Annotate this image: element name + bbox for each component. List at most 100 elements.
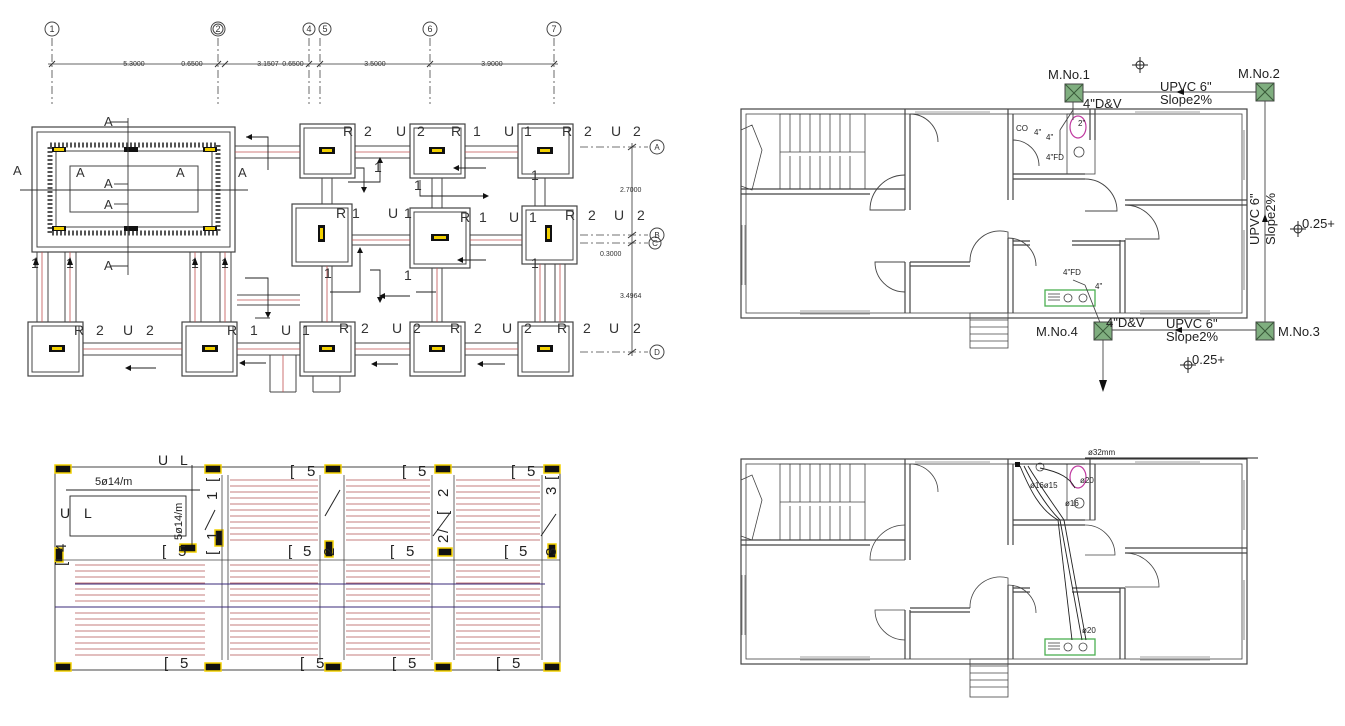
slope-label-right: Slope2% — [1263, 193, 1278, 245]
svg-text:R: R — [336, 205, 346, 221]
pad-footing — [521, 205, 578, 265]
pad-footing — [299, 321, 356, 377]
section-marks: A A A A A A A A — [13, 114, 247, 273]
slab-plan: 5ø14/m 5ø14/m U L U L [5 [5 [5 [5 [5 [5 … — [53, 452, 561, 672]
svg-text:U: U — [609, 320, 619, 336]
svg-text:[: [ — [511, 463, 516, 480]
pipe-label-bottom: UPVC 6" — [1166, 316, 1218, 331]
sewer-pipes — [1059, 91, 1266, 382]
pipe-size-4in: 4" — [1095, 282, 1102, 291]
svg-text:[: [ — [392, 655, 397, 672]
svg-text:2: 2 — [413, 320, 421, 336]
svg-text:[: [ — [53, 561, 70, 566]
section-mark-a-4: A — [238, 165, 247, 180]
svg-text:7: 7 — [551, 24, 556, 34]
pad-footing — [517, 123, 574, 179]
dim-right-2: 0.3000 — [600, 251, 622, 258]
water-supply-floor-plan: ø32mm ø20 ø16 ø16ø15 ø20 — [740, 448, 1258, 698]
section-mark-a-8: A — [104, 258, 113, 273]
drainage-floor-plan: M.No.1 M.No.2 M.No.3 M.No.4 UPVC 6" Slop… — [740, 57, 1335, 392]
svg-text:[: [ — [288, 543, 293, 560]
svg-text:4: 4 — [306, 24, 311, 34]
svg-text:1: 1 — [404, 267, 412, 283]
svg-text:[: [ — [300, 655, 305, 672]
row-bubble-d: D — [649, 344, 665, 360]
svg-text:[: [ — [504, 543, 509, 560]
manhole-4-label: M.No.4 — [1036, 324, 1078, 339]
pad-footing — [299, 123, 356, 179]
svg-text:[: [ — [290, 463, 295, 480]
pad-footing — [517, 321, 574, 377]
manholes — [1064, 82, 1275, 341]
svg-text:5: 5 — [408, 655, 416, 672]
svg-text:5: 5 — [519, 543, 527, 560]
svg-text:R: R — [557, 320, 567, 336]
dim-5: 3.5000 — [364, 61, 386, 68]
svg-text:B: B — [654, 231, 659, 240]
manhole-2 — [1255, 82, 1275, 102]
door-swings — [869, 113, 1160, 293]
pipe-size-4in-c: 4" — [1046, 133, 1053, 142]
tank-footing — [31, 126, 236, 253]
dim-2: 0.6500 — [181, 61, 203, 68]
svg-text:[: [ — [543, 475, 560, 480]
svg-text:C: C — [652, 239, 658, 248]
manhole-1-label: M.No.1 — [1048, 67, 1090, 82]
svg-text:4: 4 — [53, 544, 70, 552]
svg-text:R: R — [74, 322, 84, 338]
section-mark-a-2: A — [76, 165, 85, 180]
dim-4: 0.6500 — [282, 61, 304, 68]
svg-text:1: 1 — [479, 209, 487, 225]
svg-text:5: 5 — [322, 24, 327, 34]
svg-text:[: [ — [204, 477, 221, 482]
svg-text:2: 2 — [361, 320, 369, 336]
grid-bubble-1: 1 — [44, 21, 60, 37]
svg-text:1: 1 — [204, 532, 221, 540]
pad-footing — [181, 321, 238, 377]
svg-text:2: 2 — [96, 322, 104, 338]
svg-text:U: U — [509, 209, 519, 225]
manhole-3-label: M.No.3 — [1278, 324, 1320, 339]
svg-text:5: 5 — [303, 543, 311, 560]
svg-text:R: R — [343, 123, 353, 139]
slope-label-top: Slope2% — [1160, 92, 1212, 107]
svg-text:[: [ — [390, 543, 395, 560]
pipe-label-right: UPVC 6" — [1247, 193, 1262, 245]
row-bubbles: A B C D — [648, 139, 665, 360]
svg-text:U: U — [614, 207, 624, 223]
stairs — [740, 113, 1009, 349]
pipe-label-top: UPVC 6" — [1160, 79, 1212, 94]
section-mark-a-1: A — [13, 163, 22, 178]
fd-label-1: 4"FD — [1046, 153, 1064, 162]
svg-text:1: 1 — [531, 255, 539, 271]
svg-text:2: 2 — [417, 123, 425, 139]
svg-text:1: 1 — [352, 205, 360, 221]
svg-text:1: 1 — [404, 205, 412, 221]
svg-text:5: 5 — [316, 655, 324, 672]
grid-bubble-4: 4 — [302, 22, 316, 36]
water-branch-16-label: ø16 — [1065, 499, 1079, 508]
svg-text:U: U — [611, 123, 621, 139]
ul-label-u-2: U — [60, 505, 70, 521]
svg-text:2: 2 — [435, 535, 452, 543]
dim-right-1: 2.7000 — [620, 187, 642, 194]
svg-text:1: 1 — [531, 167, 539, 183]
svg-text:R: R — [339, 320, 349, 336]
svg-text:R: R — [562, 123, 572, 139]
ul-label-l-2: L — [84, 505, 92, 521]
slope-label-bottom: Slope2% — [1166, 329, 1218, 344]
section-mark-a-3: A — [176, 165, 185, 180]
svg-text:R: R — [450, 320, 460, 336]
pad-footing — [27, 321, 84, 377]
dim-3: 3.1507 — [257, 61, 279, 68]
svg-text:[: [ — [435, 510, 452, 515]
svg-text:1: 1 — [250, 322, 258, 338]
grid-bubble-7: 7 — [546, 21, 562, 37]
water-pipes — [1017, 457, 1258, 641]
svg-text:A: A — [654, 143, 660, 152]
svg-text:R: R — [451, 123, 461, 139]
svg-text:U: U — [388, 205, 398, 221]
pipe-size-4in-b: 4" — [1034, 128, 1041, 137]
